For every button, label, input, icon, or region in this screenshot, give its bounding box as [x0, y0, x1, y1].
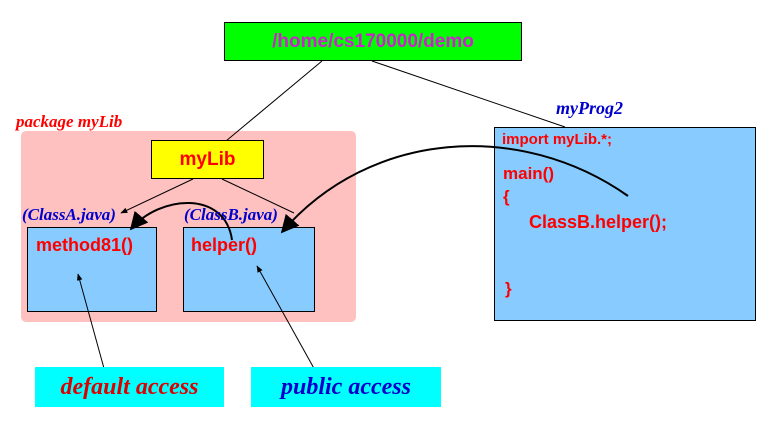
class-a-box — [27, 227, 157, 312]
program-box — [494, 127, 756, 321]
program-label: myProg2 — [556, 98, 623, 118]
class-b-box — [183, 227, 315, 312]
package-label: package myLib — [16, 112, 123, 131]
mylib-directory-box: myLib — [151, 140, 264, 179]
tree-line-mylib-to-classa — [120, 178, 194, 214]
root-directory-box: /home/cs170000/demo — [224, 22, 522, 61]
class-b-method: helper() — [191, 235, 258, 255]
code-call-line: ClassB.helper(); — [529, 212, 668, 232]
class-a-filename: (ClassA.java) — [22, 205, 116, 224]
pointer-default-access — [76, 273, 106, 373]
class-a-method: method81() — [36, 235, 134, 255]
code-open-brace: { — [503, 187, 510, 206]
default-access-box: default access — [35, 367, 224, 407]
code-close-brace: } — [505, 279, 512, 298]
code-main-line: main() — [503, 164, 554, 183]
code-import-line: import myLib.*; — [502, 131, 613, 148]
root-directory-label: /home/cs170000/demo — [272, 30, 474, 52]
default-access-label: default access — [60, 373, 199, 400]
call-arrow-main-to-helper — [280, 145, 629, 234]
call-arrow-helper-to-method81 — [129, 202, 233, 241]
tree-line-to-myprog2 — [371, 60, 566, 128]
class-b-filename: (ClassB.java) — [184, 205, 278, 224]
public-access-box: public access — [251, 367, 441, 407]
mylib-directory-label: myLib — [179, 148, 236, 170]
pointer-public-access — [256, 265, 317, 373]
public-access-label: public access — [281, 373, 411, 400]
tree-line-to-mylib — [225, 60, 323, 142]
tree-line-mylib-to-classb — [221, 178, 295, 214]
